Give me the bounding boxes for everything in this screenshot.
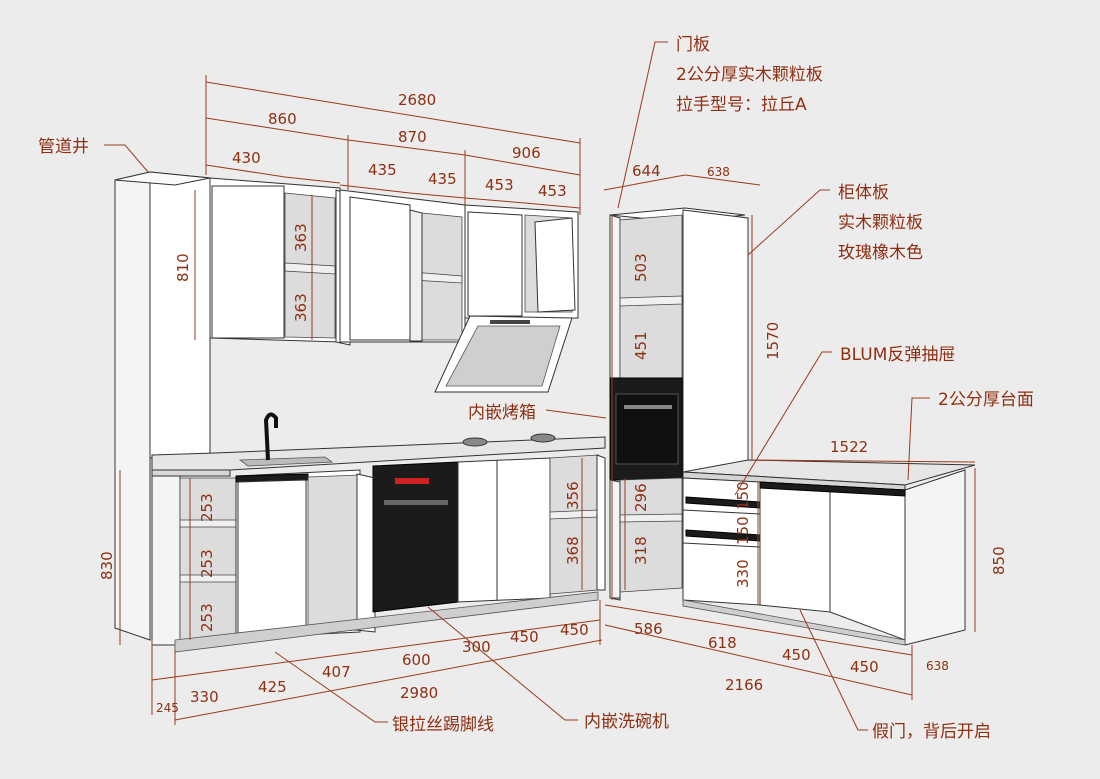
- dim-h1570: 1570: [764, 322, 782, 360]
- dim-u453a: 453: [485, 176, 514, 194]
- dim-d330: 330: [734, 559, 752, 588]
- dim-u453b: 453: [538, 182, 567, 200]
- leader-lines: [104, 41, 930, 731]
- dim-r450a: 450: [782, 646, 811, 664]
- dim-b450a: 450: [510, 628, 539, 646]
- dim-h368: 368: [564, 536, 582, 565]
- dim-h451: 451: [632, 331, 650, 360]
- dim-r586: 586: [634, 620, 663, 638]
- note-false-door: 假门，背后开启: [872, 722, 991, 742]
- dim-b407: 407: [322, 663, 351, 681]
- dim-h253a: 253: [198, 493, 216, 522]
- annotation-notes: 管道井 门板 2公分厚实木颗粒板 拉手型号：拉丘A 柜体板 实木颗粒板 玫瑰橡木…: [38, 35, 1034, 742]
- dim-h318: 318: [632, 536, 650, 565]
- note-door-material: 2公分厚实木颗粒板: [676, 65, 823, 85]
- dim-h296: 296: [632, 483, 650, 512]
- note-dishwasher: 内嵌洗碗机: [584, 712, 669, 732]
- dim-b300: 300: [462, 638, 491, 656]
- dim-b425: 425: [258, 678, 287, 696]
- note-door-panel: 门板: [676, 35, 710, 55]
- dim-right-w1522: 1522: [830, 438, 868, 456]
- note-carcass: 柜体板: [838, 183, 889, 203]
- dim-h850: 850: [990, 546, 1008, 575]
- dim-b450b: 450: [560, 621, 589, 639]
- note-pipe-shaft: 管道井: [38, 137, 89, 157]
- dim-r638: 638: [926, 659, 949, 673]
- dim-base-total: 2980: [400, 684, 438, 702]
- right-base-run: [682, 459, 976, 646]
- dim-tall-w644: 644: [632, 162, 661, 180]
- dim-u435b: 435: [428, 170, 457, 188]
- dim-h810: 810: [174, 253, 192, 282]
- dimension-labels: 2680 860 870 906 430 435 435 453 453 810…: [98, 91, 1008, 715]
- dim-h253c: 253: [198, 603, 216, 632]
- note-oven: 内嵌烤箱: [468, 403, 536, 423]
- dim-b330: 330: [190, 688, 219, 706]
- dim-tall-d638: 638: [707, 165, 730, 179]
- dim-d150b: 150: [734, 516, 752, 545]
- dim-b600: 600: [402, 651, 431, 669]
- dim-h363b: 363: [292, 293, 310, 322]
- dim-r618: 618: [708, 634, 737, 652]
- dim-h830: 830: [98, 551, 116, 580]
- dim-r-total: 2166: [725, 676, 763, 694]
- note-carcass-material: 实木颗粒板: [838, 213, 923, 233]
- dim-b245: 245: [156, 701, 179, 715]
- dim-upper-left: 860: [268, 110, 297, 128]
- note-blum-drawer: BLUM反弹抽屉: [840, 345, 955, 365]
- dim-u430: 430: [232, 149, 261, 167]
- dim-h356: 356: [564, 481, 582, 510]
- note-kick-line: 银拉丝踢脚线: [392, 715, 494, 735]
- dim-r450b: 450: [850, 658, 879, 676]
- dim-d150a: 150: [734, 481, 752, 510]
- dim-h503: 503: [632, 253, 650, 282]
- dim-upper-right: 906: [512, 144, 541, 162]
- dim-h253b: 253: [198, 549, 216, 578]
- dim-u435a: 435: [368, 161, 397, 179]
- dim-upper-mid: 870: [398, 128, 427, 146]
- note-countertop: 2公分厚台面: [938, 390, 1034, 410]
- note-handle-model: 拉手型号：拉丘A: [676, 95, 807, 115]
- dim-h363a: 363: [292, 223, 310, 252]
- left-base-run: [151, 412, 606, 653]
- dim-upper-total: 2680: [398, 91, 436, 109]
- note-carcass-color: 玫瑰橡木色: [838, 243, 923, 263]
- upper-cabinets: [209, 177, 579, 393]
- dimension-lines: [119, 75, 976, 725]
